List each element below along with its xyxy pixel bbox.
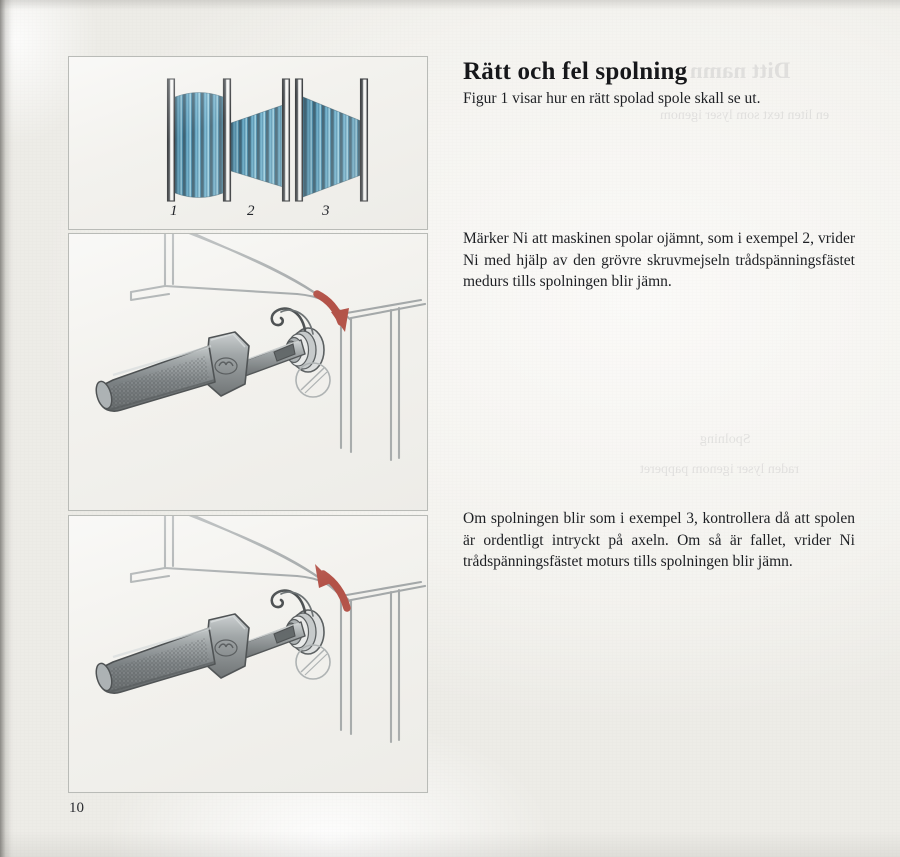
page-title: Rätt och fel spolning [463, 58, 688, 85]
bobbin-label-1: 1 [170, 203, 178, 219]
figure-panel-bobbins [68, 56, 428, 230]
bobbin-1-even [166, 78, 232, 202]
page-number: 10 [69, 800, 84, 816]
paragraph-clockwise-adjustment: Märker Ni att maskinen spolar ojämnt, so… [463, 230, 855, 290]
screwdriver-counterclockwise-illustration [95, 516, 427, 744]
bobbin-2-wedge-right [222, 78, 291, 202]
paragraph-counterclockwise-adjustment: Om spolningen blir som i exempel 3, kont… [463, 510, 855, 570]
machine-outline [129, 516, 427, 744]
rotation-arrow-clockwise [313, 290, 349, 332]
figure-panel-screwdriver-counterclockwise [68, 515, 428, 793]
machine-outline [129, 234, 427, 462]
intro-paragraph: Figur 1 visar hur en rätt spolad spole s… [463, 90, 761, 107]
figure-panel-screwdriver-clockwise [68, 233, 428, 511]
screwdriver-clockwise-illustration [95, 234, 427, 462]
bobbin-label-3: 3 [322, 203, 330, 219]
screwdriver-tool [95, 331, 306, 412]
bobbin-3-wedge-left [294, 78, 369, 202]
bobbin-label-2: 2 [247, 203, 255, 219]
screwdriver-tool [95, 613, 306, 694]
